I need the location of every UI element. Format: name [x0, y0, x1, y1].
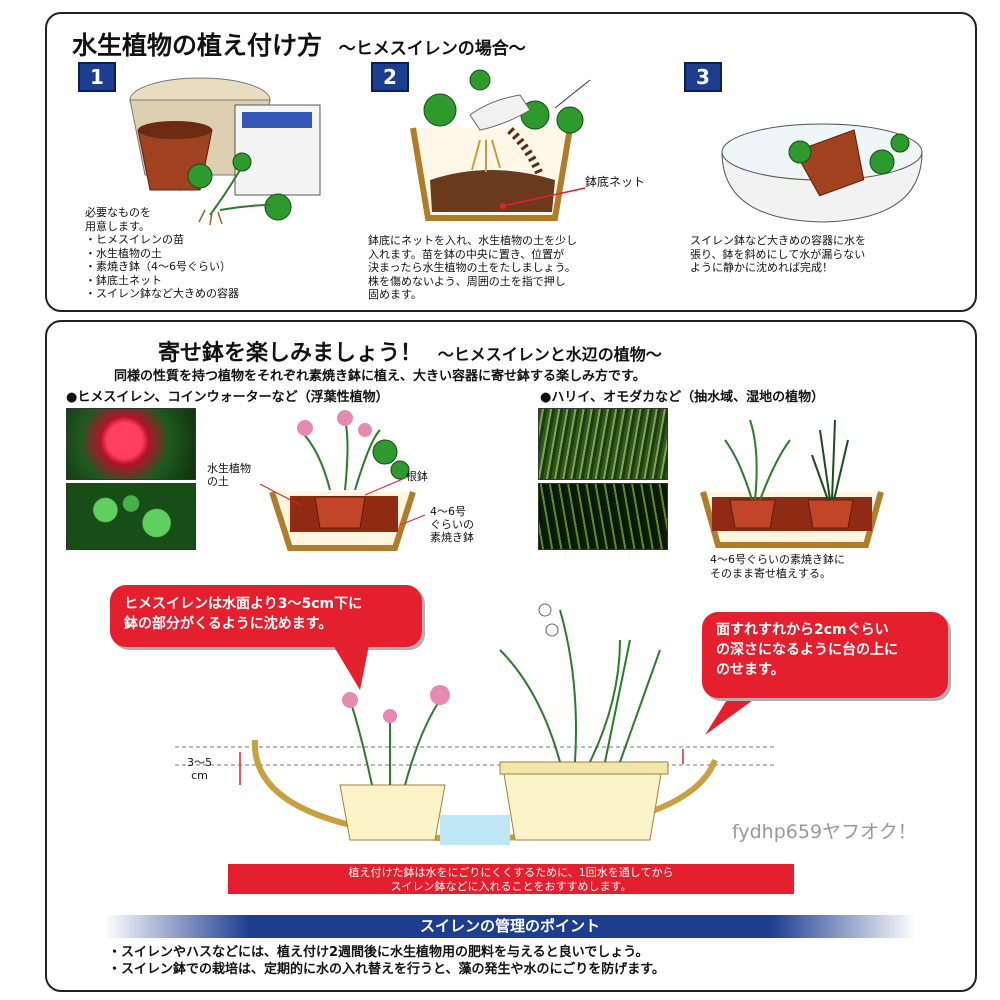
- right-heading: ●ハリイ、オモダカなど（抽水域、湿地の植物）: [540, 390, 825, 405]
- step-2-line: 入れます。苗を鉢の中央に置き、位置が: [368, 247, 565, 261]
- step-1-line: 必要なものを: [85, 206, 151, 219]
- title-main: 寄せ鉢を楽しみましょう！: [158, 341, 423, 366]
- coin-water-photo: [66, 483, 196, 550]
- step-1-line: ・鉢底土ネット: [85, 273, 162, 287]
- title-sub: ～ヒメスイレンと水辺の植物～: [437, 345, 662, 364]
- omodaka-photo: [538, 483, 668, 550]
- left-heading: ●ヒメスイレン、コインウォーターなど（浮葉性植物）: [66, 390, 389, 405]
- soil-label: 水生植物 の土: [207, 462, 251, 488]
- step-2-badge: 2: [371, 62, 409, 92]
- depth-line: 3～5: [187, 756, 212, 769]
- soil-line: の土: [207, 475, 229, 488]
- soil-line: 水生植物: [207, 462, 251, 475]
- bubble-line: 鉢の部分がくるように沈めます。: [124, 616, 333, 632]
- step-1-line: ・水生植物の土: [85, 246, 162, 260]
- step-2-line: 固めます。: [368, 288, 422, 301]
- step-1-line: ・ヒメスイレンの苗: [85, 233, 184, 246]
- step-1-text: 必要なものを 用意します。 ・ヒメスイレンの苗 ・水生植物の土 ・素焼き鉢（4～…: [85, 206, 239, 301]
- depth-label: 3～5 cm: [187, 756, 212, 782]
- note-line: 植え付けた鉢は水をにごりにくくするために、1回水を通してから: [348, 866, 674, 879]
- note-banner: 植え付けた鉢は水をにごりにくくするために、1回水を通してから スイレン鉢などに入…: [228, 864, 794, 894]
- step-1-line: 用意します。: [85, 219, 150, 233]
- lily-depth-bubble: ヒメスイレンは水面より3～5cm下に 鉢の部分がくるように沈めます。: [110, 585, 422, 647]
- step-3-line: 張り、鉢を斜めにして水が漏らない: [690, 247, 866, 261]
- title-sub: ～ヒメスイレンの場合～: [338, 39, 526, 59]
- note-line: スイレン鉢などに入れることをおすすめします。: [390, 880, 632, 893]
- point-item: ・スイレンやハスなどには、植え付け2週間後に水生植物用の肥料を与えると良いでしょ…: [108, 945, 649, 960]
- pot-size-line: ぐらいの: [430, 518, 474, 531]
- bubble-line: ヒメスイレンは水面より3～5cm下に: [124, 596, 363, 612]
- step-1-badge: 1: [78, 62, 116, 92]
- points-header: スイレンの管理のポイント: [104, 915, 916, 938]
- water-lily-photo: [66, 408, 196, 480]
- depth-line: cm: [191, 769, 208, 782]
- points-list: ・スイレンやハスなどには、植え付け2週間後に水生植物用の肥料を与えると良いでしょ…: [108, 944, 665, 978]
- root-ball-label: 根鉢: [406, 470, 428, 483]
- hari-photo: [538, 408, 668, 480]
- net-label: 鉢底ネット: [585, 175, 646, 189]
- marsh-caption: 4～6号ぐらいの素焼き鉢に そのまま寄せ植えする。: [710, 553, 845, 580]
- step-1-line: ・スイレン鉢など大きめの容器: [85, 287, 239, 300]
- step-2-text: 鉢底にネットを入れ、水生植物の土を少し 入れます。苗を鉢の中央に置き、位置が 決…: [368, 234, 577, 302]
- pot-size-line: 素焼き鉢: [430, 531, 474, 544]
- step-3-text: スイレン鉢など大きめの容器に水を 張り、鉢を斜めにして水が漏らない ように静かに…: [690, 234, 866, 275]
- pot-size-line: 4～6号: [430, 505, 466, 518]
- marsh-caption-line: そのまま寄せ植えする。: [710, 566, 831, 580]
- planting-guide-title: 水生植物の植え付け方 ～ヒメスイレンの場合～: [72, 26, 526, 62]
- bubble-line: のせます。: [716, 662, 785, 678]
- step-3-line: スイレン鉢など大きめの容器に水を: [690, 234, 866, 247]
- container-planting-title: 寄せ鉢を楽しみましょう！ ～ヒメスイレンと水辺の植物～: [158, 335, 662, 367]
- watermark: fydhp659ヤフオク！: [732, 821, 917, 843]
- title-main: 水生植物の植え付け方: [72, 31, 323, 60]
- point-item: ・スイレン鉢での栽培は、定期的に水の入れ替えを行うと、藻の発生や水のにごりを防げ…: [108, 962, 665, 977]
- step-2-line: 株を傷めないよう、周囲の土を指で押し: [368, 274, 566, 288]
- step-2-line: 鉢底にネットを入れ、水生植物の土を少し: [368, 234, 578, 247]
- step-3-badge: 3: [684, 62, 722, 92]
- marsh-caption-line: 4～6号ぐらいの素焼き鉢に: [710, 553, 845, 566]
- pot-size-label: 4～6号 ぐらいの 素焼き鉢: [430, 505, 474, 544]
- step-2-line: 決まったら水生植物の土をたしましょう。: [368, 261, 576, 274]
- step-3-line: ように静かに沈めれば完成！: [690, 261, 833, 274]
- intro-text: 同様の性質を持つ植物をそれぞれ素焼き鉢に植え、大きい容器に寄せ鉢する楽しみ方です…: [114, 369, 646, 384]
- bubble-line: の深さになるように台の上に: [716, 642, 898, 658]
- bubble-line: 面すれすれから2cmぐらい: [716, 622, 889, 638]
- marsh-depth-bubble: 面すれすれから2cmぐらい の深さになるように台の上に のせます。: [702, 612, 948, 698]
- step-1-line: ・素焼き鉢（4～6号ぐらい）: [85, 260, 231, 273]
